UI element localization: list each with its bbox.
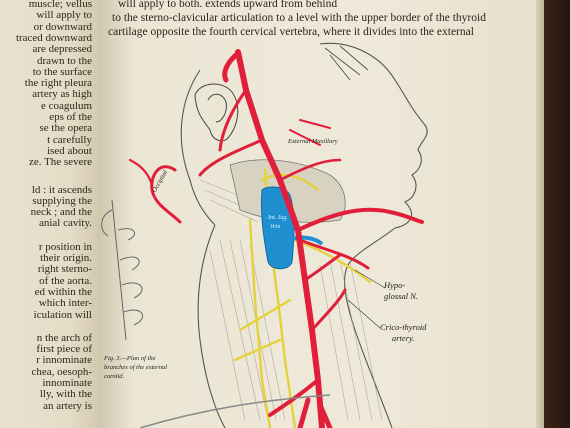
left-page-line: iculation will (33, 308, 92, 321)
left-page-line: muscle; vellus (28, 0, 92, 10)
external-maxillary-label: External Maxillary (288, 138, 338, 145)
header-line-2: to the sterno-clavicular articulation to… (112, 12, 486, 24)
occipital-artery (150, 165, 182, 224)
left-page-line: innominate (42, 377, 93, 389)
clavicle-outline (139, 394, 331, 428)
left-page-line: will apply to (36, 9, 92, 22)
left-page-line: eps of the (49, 111, 92, 123)
left-page-line: drawn to the (37, 54, 92, 67)
occipital-artery-tip (128, 158, 154, 187)
left-page-line: traced downward (15, 31, 92, 44)
left-page-line: ed within the (34, 285, 92, 298)
internal-maxillary-artery (278, 158, 342, 182)
left-page-line: which inter- (38, 297, 92, 310)
left-page-line: r position in (38, 240, 92, 253)
left-page-line: supplying the (32, 194, 92, 207)
left-page-line: n the arch of (36, 331, 92, 344)
neck-front-outline (344, 227, 396, 428)
superior-thyroid-artery (303, 253, 342, 282)
left-page-line: chea, oesoph- (31, 365, 92, 378)
occipital-artery-branch (198, 138, 264, 177)
internal-jugular-label-2: Vein (270, 224, 281, 230)
crico-thyroid-label: Crico-thyroid (380, 322, 427, 332)
left-page-line: se the opera (39, 122, 92, 135)
neck-back-outline (197, 224, 226, 428)
left-page-line: right sterno- (37, 263, 92, 276)
left-page-line: the right pleura (24, 77, 92, 90)
left-page-line: anial cavity. (38, 217, 92, 230)
left-page-line: artery as high (32, 88, 92, 101)
facial-vein-branch (289, 235, 324, 246)
plan-caption-3: carotid. (104, 373, 125, 380)
book-cover (544, 0, 570, 428)
crico-thyroid-branch (310, 288, 347, 332)
inset-plan-diagram (101, 199, 144, 341)
plan-caption-1: Fig. 3.—Plan of the (104, 355, 156, 362)
ear-inner (207, 93, 227, 123)
temporal-branches (289, 119, 331, 146)
lingual-artery (298, 238, 370, 270)
left-page-line: r innominate (36, 354, 92, 367)
left-page-line: ld : it ascends (31, 183, 92, 196)
posterior-auricular-artery (218, 88, 248, 152)
left-page-line: their origin. (40, 252, 92, 264)
cervical-plexus-branches (233, 298, 292, 362)
muscle-hatching-front (319, 259, 383, 421)
plan-caption-2: branches of the external (104, 364, 167, 371)
hypoglossal-label-2: glossal N. (384, 291, 419, 301)
subclavian-branch (268, 378, 320, 417)
crico-thyroid-label-2: artery. (392, 333, 415, 343)
page-edge (536, 0, 544, 428)
hypoglossal-label: Hypo- (384, 280, 406, 290)
back-of-head-outline (180, 69, 216, 226)
accessory-nerve (248, 218, 272, 428)
superficial-temporal-artery-top (222, 52, 239, 83)
facial-artery (296, 207, 424, 232)
crico-thyroid-leader-line (347, 299, 381, 329)
header-line-1: will apply to both. extends upward from … (118, 0, 338, 10)
left-page-line: of the aorta. (39, 274, 92, 287)
left-page-line: first piece of (36, 343, 92, 356)
eyebrow-hatching (324, 45, 369, 81)
left-page-line: t carefully (47, 133, 92, 146)
left-page-line: neck ; and the (30, 206, 92, 219)
left-page-line: e coagulum (40, 99, 92, 112)
face-profile-outline (319, 42, 428, 229)
left-page-line: ised about (47, 144, 92, 157)
lower-arteries (297, 397, 333, 428)
left-page-line: are depressed (32, 43, 92, 56)
hypoglossal-leader-line (354, 269, 386, 289)
left-page-line: ze. The severe (28, 156, 92, 169)
left-page-line: or downward (33, 20, 92, 33)
internal-jugular-label: Int. Jug. (268, 215, 288, 221)
header-line-3: cartilage opposite the fourth cervical v… (108, 26, 474, 38)
left-page-line: to the surface (32, 65, 92, 78)
left-page-line: an artery is (43, 399, 92, 412)
left-page-line: lly, with the (39, 388, 92, 401)
